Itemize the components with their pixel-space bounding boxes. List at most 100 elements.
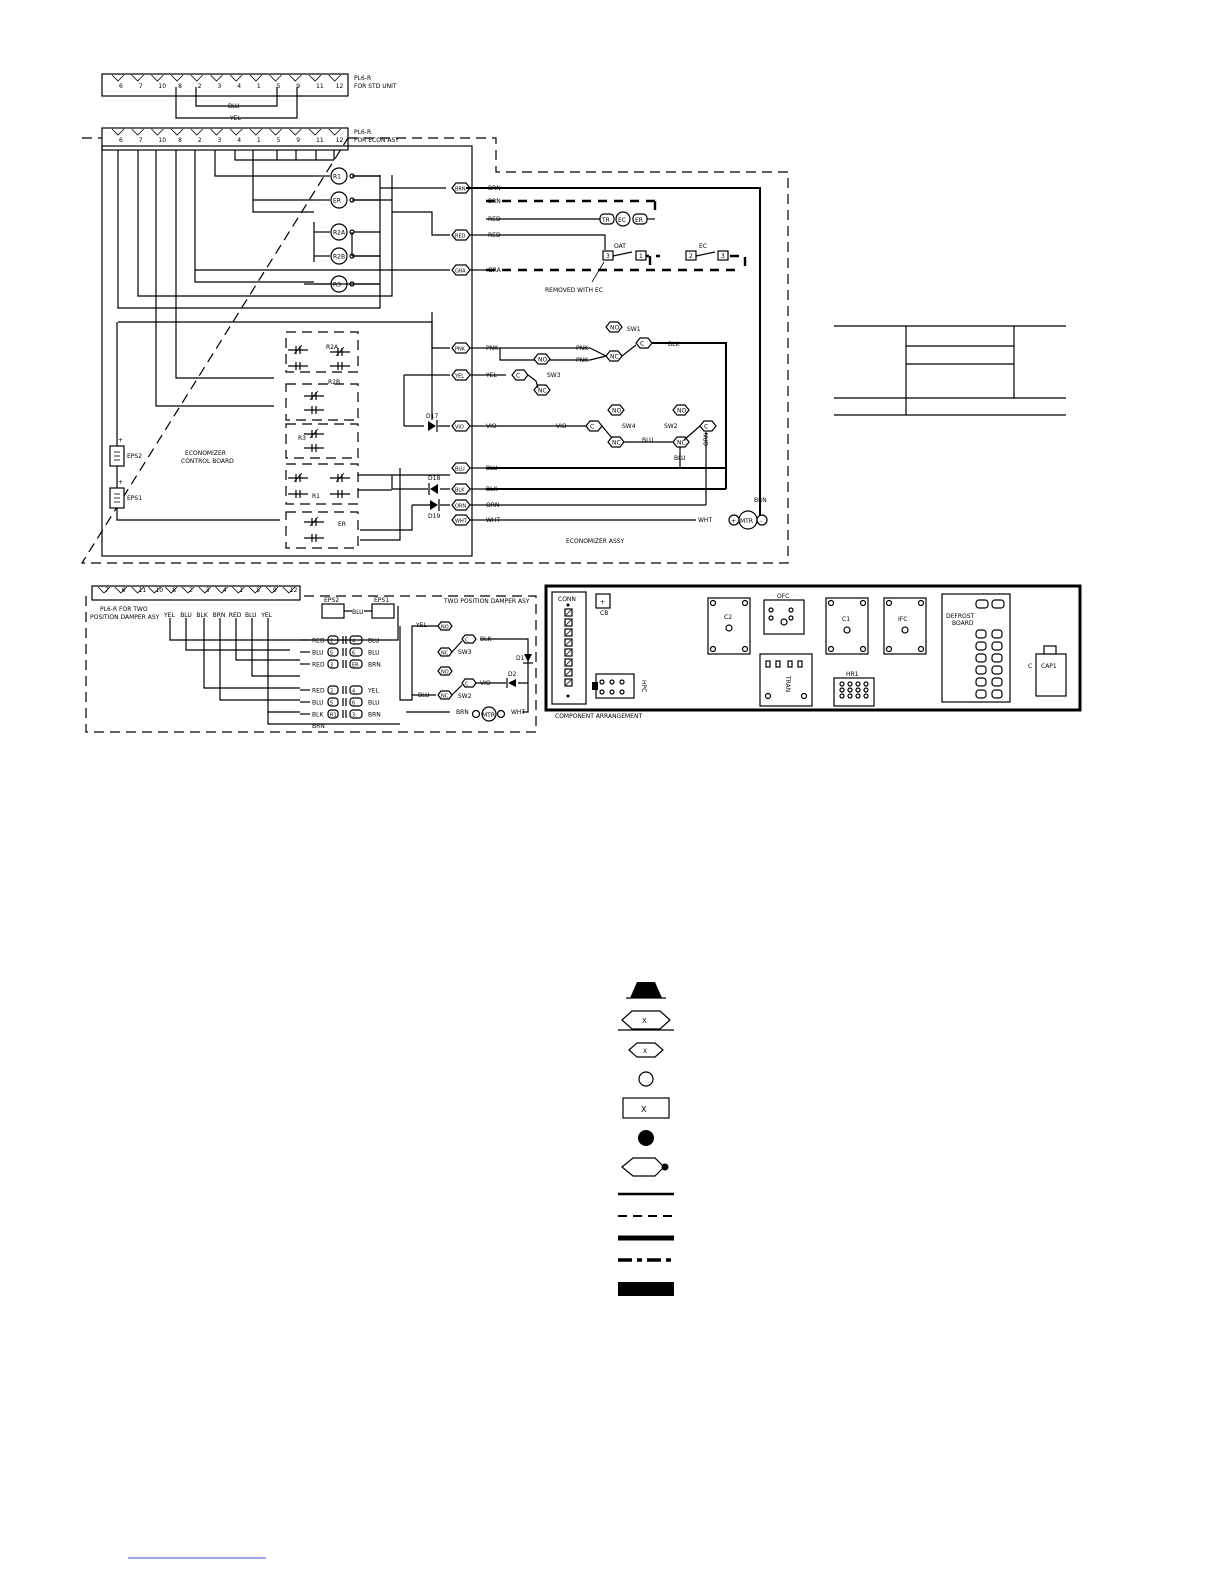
econ-assy-label: ECONOMIZER ASSY [566,538,625,545]
wire-label-blk: BLK [486,486,498,493]
legend-table [834,325,1066,416]
std-pin-4 [190,74,204,82]
field-pnk-1: PNK [576,345,589,352]
plug-std-label-1: PL6-R [354,75,371,82]
two-pos-eps1: EPS1 [374,597,389,604]
twopos-row-pinr-4: 6 [352,701,355,707]
defrost-pin-l-3 [975,665,987,675]
relay-coil-label-0: R1 [333,174,341,181]
board-pin-label-2: GRA [455,269,466,275]
twopos-switch-term-label-2: NC [441,651,449,657]
c1-label: C1 [842,616,850,623]
twopos-pin-10 [265,586,279,594]
twopos-row-left-4: BLU [312,700,324,707]
legend-plug-symbol [630,982,662,998]
field-wht: WHT [698,517,712,524]
twopos-row-left-5: BLK [312,712,324,719]
twopos-row-pinr-1: 6 [352,651,355,657]
twopos-row-left-0: RED [312,638,325,645]
cap1-label: CAP1 [1041,663,1057,670]
twopos-switch-term-label-4: C [465,682,469,688]
d18-label: D18 [428,475,440,482]
std-pin-label-6: 4 [237,83,241,90]
wire-label-gra: GRA [488,267,502,274]
wire-label-pnk: PNK [486,345,499,352]
relay-coil-r1 [330,167,348,185]
relay-coil-label-1: ER [333,198,341,205]
twopos-row-pinl-2: 3 [330,663,333,669]
two-pos-wht: WHT [511,709,525,716]
relay-coil-er [330,191,348,209]
defrost-pin-r-0 [991,629,1003,639]
legend-terminal-unmarked-symbol [638,1071,654,1087]
std-pin-10 [308,74,322,82]
twopos-switch-term-label-1: C [465,638,469,644]
board-pin-label-3: PNK [455,347,466,353]
std-pin-0 [111,74,125,82]
cap1-c-label: C [1028,663,1032,670]
econ-pin-label-3: 8 [178,137,182,144]
legend-splice-symbol [638,1130,654,1146]
twopos-pin-5 [181,586,195,594]
twopos-row-right-4: BLU [368,700,380,707]
wire-label-yel: YEL [485,372,497,379]
defrost-pin-r-2 [991,653,1003,663]
sw1-label: SW1 [627,326,641,333]
component-arrangement: COMPONENT ARRANGEMENT CONN + CB HPC C2 O… [544,584,1082,720]
two-pos-vio: VIO [480,680,491,687]
legend-x-2: X [643,1048,647,1055]
econ-pin-4 [190,128,204,136]
econ-pin-6 [229,128,243,136]
econ-switch-term-label-5: NC [538,388,547,395]
twopos-pin-label-1: 6 [122,587,126,594]
legend-x-1: X [642,1017,647,1025]
defrost-pin-l-5 [975,689,987,699]
two-pos-blu: BLU [418,692,430,699]
econ-pin-7 [249,128,263,136]
two-pos-mtr: MTR [482,712,495,719]
std-pin-9 [289,74,302,82]
legend-x-3: X [641,1105,647,1114]
twopos-pin-label-11: 12 [290,587,298,594]
two-pos-d2: D2 [508,671,517,678]
field-vio: VIO [556,423,567,430]
econ-field-wiring [466,187,761,521]
twopos-row-right-2: BRN [368,662,381,669]
twopos-pin-6 [198,586,212,594]
econ-wire-labels: BRN BRN RED RED GRA PNK YEL VIO BLU BLK … [485,185,767,545]
two-pos-sw3: SW3 [458,649,472,656]
wire-label-brn-1: BRN [488,185,501,192]
relay-coil-label-4: R3 [333,282,341,289]
twopos-switch-term-label-3: NO [441,670,449,676]
relay-contact-blocks: R2A R2B R3 R1 ER [285,331,359,549]
relay-coil-label-3: R2B [333,254,345,261]
twopos-switch-term-label-5: NC [441,694,449,700]
field-pnk-2: PNK [576,357,589,364]
board-pin-label-6: BLU [455,467,465,473]
defrost-pin-r-1 [991,641,1003,651]
twopos-pin-label-8: 1 [239,587,243,594]
two-pos-yel: YEL [415,622,427,629]
econ-switch-term-label-3: NO [538,357,547,364]
econ-pin-label-9: 9 [296,137,300,144]
svg-text:+: + [118,437,123,444]
econ-pin-label-7: 1 [257,137,261,144]
econ-switch-term-6 [607,404,625,416]
defrost-pin-l-0 [975,629,987,639]
econ-pin-0 [111,128,125,136]
twopos-pin-11 [282,586,296,594]
field-blk: BLK [668,341,680,348]
hpc-label: HPC [640,680,647,692]
tr-label: TR [601,217,610,224]
twopos-row-pinr-5: 3 [352,713,355,719]
twopos-switch-term-0 [437,621,453,631]
ec-pin-2: 2 [689,253,693,260]
econ-pin-label-1: 7 [139,137,143,144]
twopos-pin-label-7: 4 [223,587,227,594]
plug-econ-label-2: FOR ECON ASY [354,137,399,144]
